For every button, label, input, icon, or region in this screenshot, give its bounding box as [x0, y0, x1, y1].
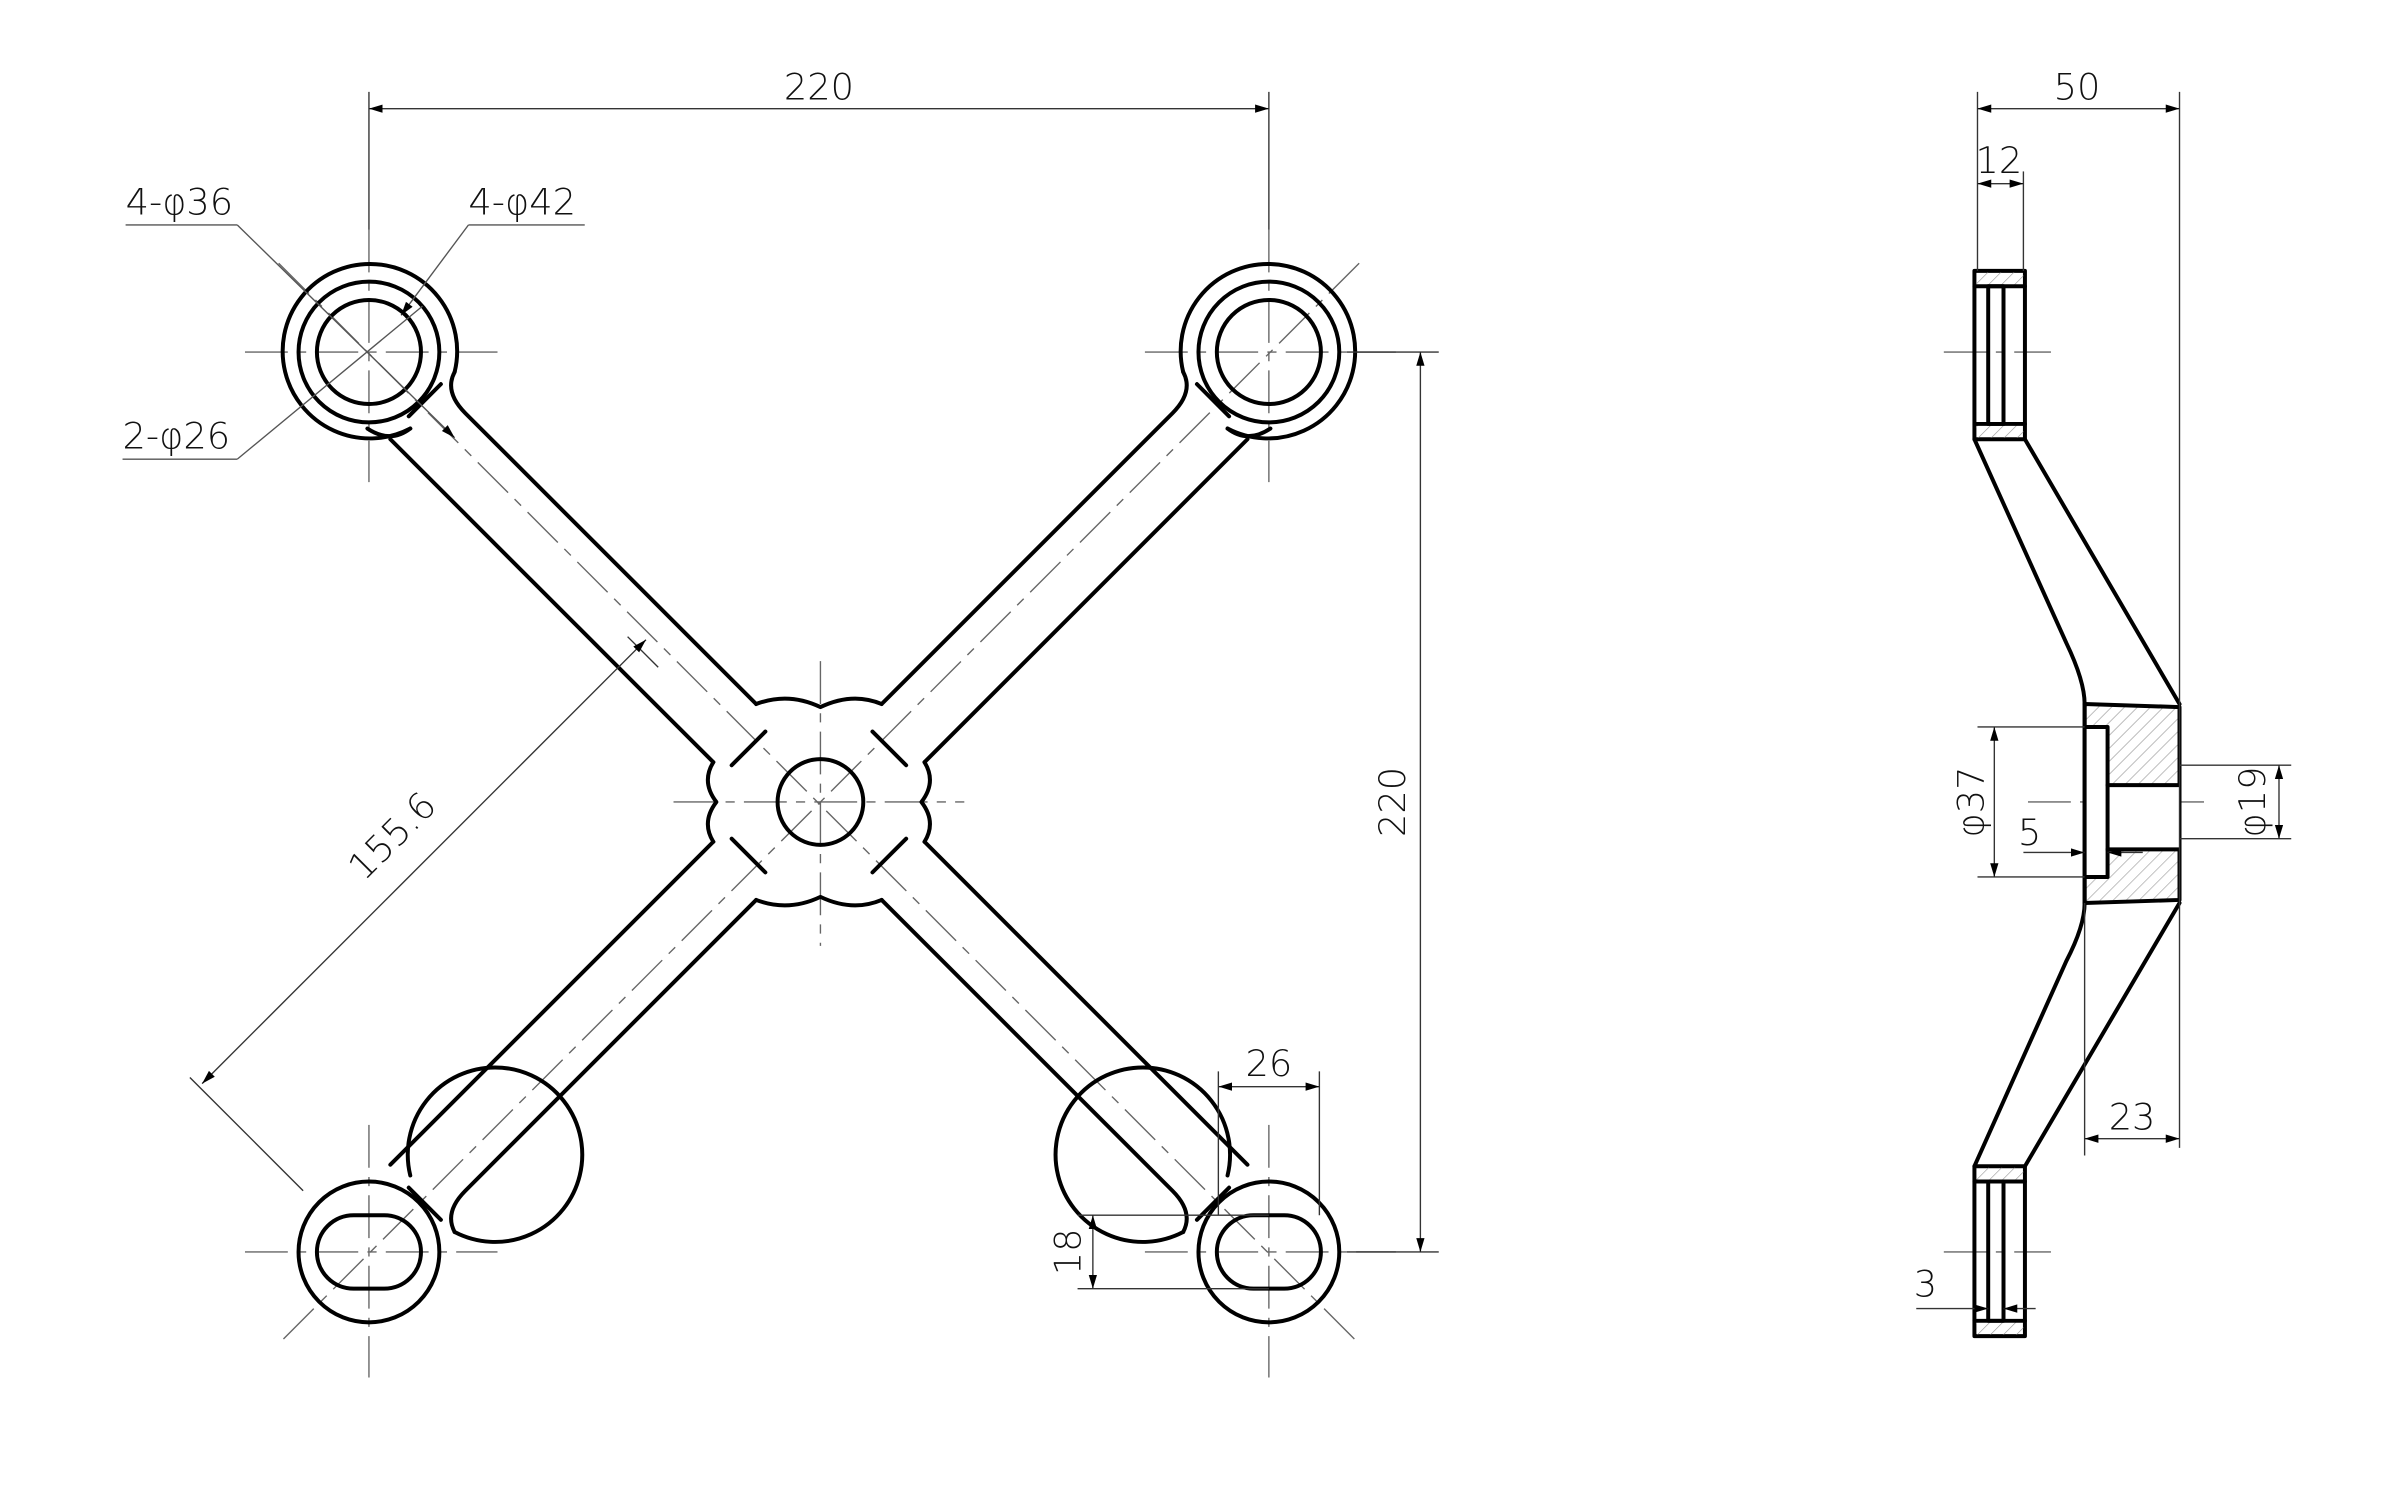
dimension-3: 3: [1914, 1262, 2036, 1313]
dim-overall-height: 220: [1371, 767, 1414, 837]
dim-hub-depth: 23: [2109, 1096, 2156, 1139]
side-view: 50 12 φ37 5 φ19 23: [1914, 65, 2292, 1339]
dim-slot-step: 3: [1914, 1262, 1937, 1305]
dimension-slot: 26 18: [1047, 1042, 1321, 1290]
dimension-12: 12: [1976, 139, 2025, 271]
dimension-220-horizontal: 220: [368, 65, 1270, 230]
center-hole: [775, 757, 866, 847]
callout-hole: 2-φ26: [123, 414, 231, 457]
dim-flange-thickness: 12: [1976, 139, 2023, 182]
callouts-diameters: 4-φ36 4-φ42 2-φ26: [123, 180, 585, 460]
callout-inner-ring: 4-φ36: [126, 180, 234, 223]
dim-arm-length: 155.6: [340, 784, 445, 889]
callout-outer-ring: 4-φ42: [468, 180, 576, 223]
mounting-boss-bottom-left: [296, 1065, 585, 1325]
top-flange: [1972, 268, 2027, 442]
dimension-phi37: φ37: [1950, 726, 2085, 878]
dim-counterbore-depth: 5: [2018, 811, 2041, 854]
bottom-flange: [1972, 1164, 2027, 1339]
dim-overall-width: 220: [784, 65, 854, 108]
dim-bore-diameter: φ19: [2231, 766, 2274, 837]
dim-overall-depth: 50: [2054, 65, 2101, 108]
dim-slot-height: 18: [1047, 1229, 1090, 1276]
dimension-phi19: φ19: [2179, 764, 2292, 840]
mounting-boss-top-right: [1178, 262, 1358, 441]
dim-counterbore-diameter: φ37: [1950, 766, 1993, 837]
front-view: 220 220 155.6 4-φ36 4-φ42 2-φ26: [123, 65, 1439, 1378]
dim-slot-width: 26: [1246, 1042, 1293, 1085]
dimension-220-vertical: 220: [1346, 351, 1439, 1253]
mounting-boss-bottom-right: [1053, 1065, 1342, 1325]
dimension-50: 50: [1976, 65, 2181, 1148]
dimension-23: 23: [2083, 902, 2180, 1156]
side-body: [1972, 437, 2182, 1169]
dimension-5: 5: [2018, 811, 2143, 857]
center-lines: [244, 229, 1396, 1378]
dimension-155-6: 155.6: [189, 636, 659, 1192]
mounting-boss-top-left: [280, 262, 460, 441]
